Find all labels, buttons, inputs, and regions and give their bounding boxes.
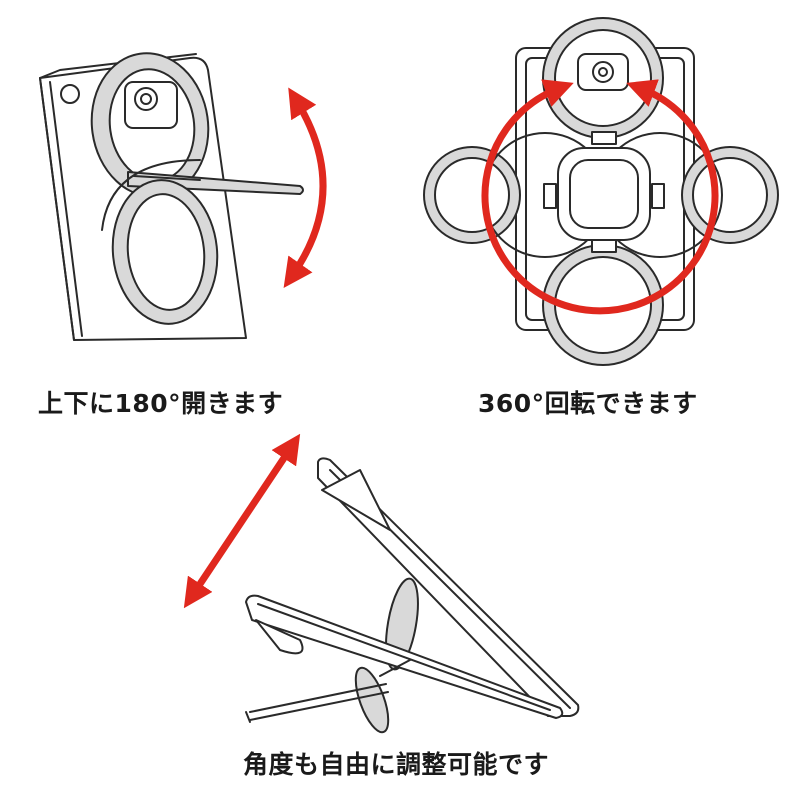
caption-rotate-360: 360°回転できます [478,389,698,418]
caption-angle-adjust: 角度も自由に調整可能です [243,750,550,779]
flip-arrow [283,87,327,289]
angle-arrow [183,433,301,609]
rotation-arrow [481,79,719,315]
tablet-stand-illustration [245,457,580,734]
tablet-side-view-illustration [39,52,304,341]
caption-rotate-vertical: 上下に180°開きます [38,389,284,418]
